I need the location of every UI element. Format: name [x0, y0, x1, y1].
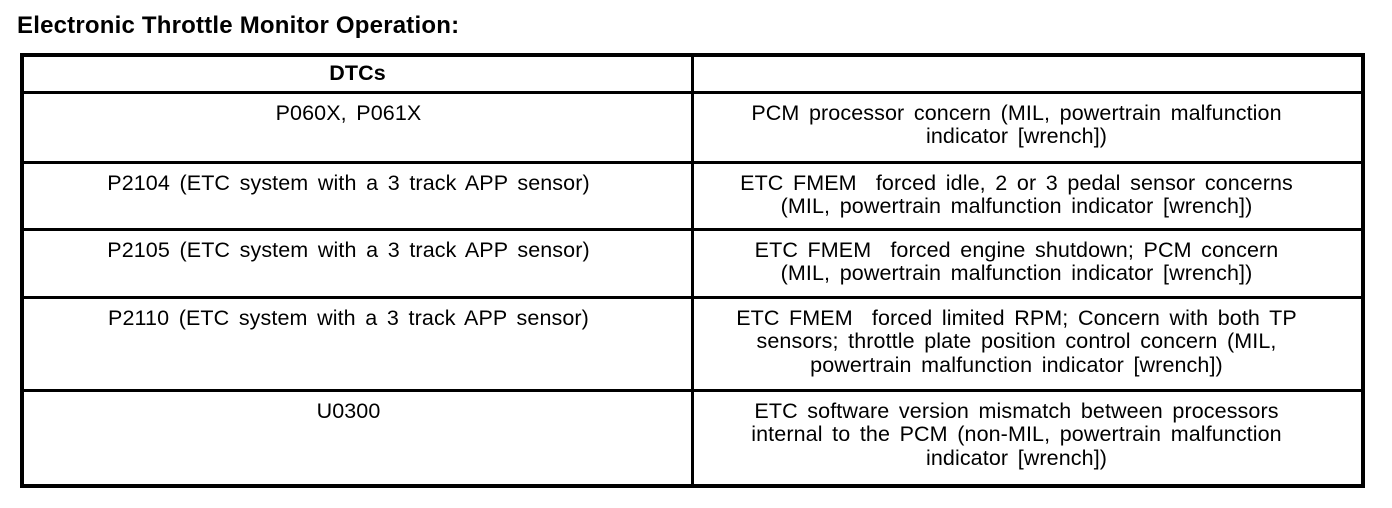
document-title: Electronic Throttle Monitor Operation: — [17, 12, 460, 39]
dtc-cell: U0300 — [20, 388, 694, 488]
description-cell: PCM processor concern (MIL, powertrain m… — [691, 90, 1365, 164]
table-header-dtcs: DTCs — [20, 53, 694, 94]
table-row: P2105 (ETC system with a 3 track APP sen… — [20, 227, 1365, 299]
table-header-empty — [691, 53, 1365, 94]
table-row: P2104 (ETC system with a 3 track APP sen… — [20, 160, 1365, 231]
table-row: P060X, P061X PCM processor concern (MIL,… — [20, 90, 1365, 164]
dtc-cell: P2104 (ETC system with a 3 track APP sen… — [20, 160, 694, 231]
description-cell: ETC FMEM forced engine shutdown; PCM con… — [691, 227, 1365, 299]
table-row: U0300 ETC software version mismatch betw… — [20, 388, 1365, 488]
dtc-cell: P2110 (ETC system with a 3 track APP sen… — [20, 295, 694, 392]
table-row: P2110 (ETC system with a 3 track APP sen… — [20, 295, 1365, 392]
description-cell: ETC software version mismatch between pr… — [691, 388, 1365, 488]
dtc-cell: P060X, P061X — [20, 90, 694, 164]
table-header-row: DTCs — [20, 53, 1365, 94]
description-cell: ETC FMEM forced limited RPM; Concern wit… — [691, 295, 1365, 392]
description-cell: ETC FMEM forced idle, 2 or 3 pedal senso… — [691, 160, 1365, 231]
dtc-table: DTCs P060X, P061X PCM processor concern … — [20, 53, 1365, 488]
dtc-cell: P2105 (ETC system with a 3 track APP sen… — [20, 227, 694, 299]
